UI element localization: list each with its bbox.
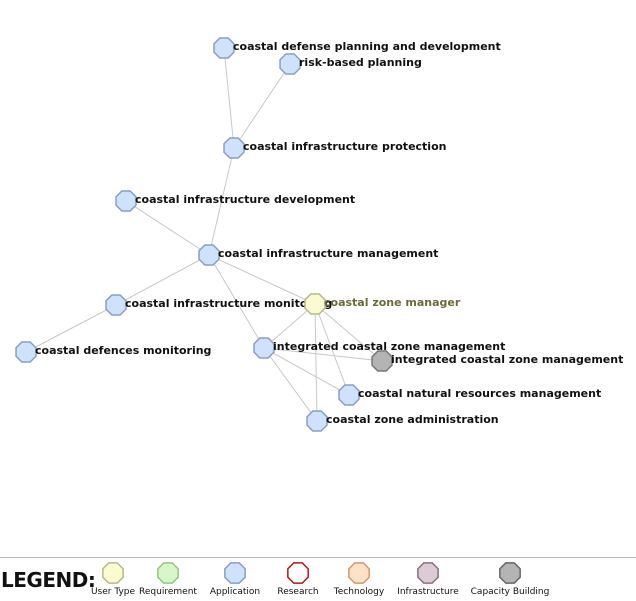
legend-item-technology: Technology bbox=[319, 560, 399, 597]
octagon-icon bbox=[253, 337, 275, 359]
octagon-icon bbox=[102, 562, 124, 584]
octagon-icon bbox=[198, 244, 220, 266]
node-n3[interactable]: coastal infrastructure protection bbox=[223, 137, 446, 159]
edge-n6-n8 bbox=[25, 304, 117, 353]
edge-n7-n11 bbox=[314, 303, 350, 396]
legend-item-requirement: Requirement bbox=[128, 560, 208, 597]
edge-n9-n12 bbox=[263, 347, 318, 422]
edge-n5-n6 bbox=[115, 254, 210, 306]
network-diagram: coastal defense planning and development… bbox=[15, 37, 623, 432]
octagon-icon bbox=[417, 562, 439, 584]
edge-n7-n10 bbox=[314, 303, 383, 362]
octagon-icon bbox=[223, 137, 245, 159]
edge-n1-n3 bbox=[223, 47, 235, 149]
edges-layer bbox=[25, 47, 383, 422]
node-label: coastal defense planning and development bbox=[233, 40, 501, 53]
legend-item-capacity-building: Capacity Building bbox=[470, 560, 550, 597]
node-label: coastal infrastructure monitoring bbox=[125, 297, 332, 310]
node-n10[interactable]: integrated coastal zone management bbox=[371, 350, 623, 372]
node-n7[interactable]: coastal zone manager bbox=[304, 293, 461, 315]
legend-item-application: Application bbox=[195, 560, 275, 597]
octagon-icon bbox=[348, 562, 370, 584]
edge-n5-n7 bbox=[208, 254, 316, 305]
edge-n9-n10 bbox=[263, 347, 383, 362]
node-label: coastal zone manager bbox=[324, 296, 461, 309]
legend-label: Requirement bbox=[139, 587, 197, 597]
octagon-icon bbox=[338, 384, 360, 406]
node-label: risk-based planning bbox=[299, 56, 422, 69]
node-label: coastal defences monitoring bbox=[35, 344, 211, 357]
legend-title: LEGEND: bbox=[1, 568, 96, 592]
node-n4[interactable]: coastal infrastructure development bbox=[115, 190, 355, 212]
octagon-icon bbox=[157, 562, 179, 584]
edge-n9-n11 bbox=[263, 347, 350, 396]
node-label: coastal zone administration bbox=[326, 413, 499, 426]
node-label: coastal infrastructure development bbox=[135, 193, 355, 206]
node-n6[interactable]: coastal infrastructure monitoring bbox=[105, 294, 332, 316]
octagon-icon bbox=[499, 562, 521, 584]
node-label: integrated coastal zone management bbox=[391, 353, 623, 366]
node-label: coastal infrastructure management bbox=[218, 247, 438, 260]
edge-n2-n3 bbox=[233, 63, 291, 149]
nodes-layer: coastal defense planning and development… bbox=[15, 37, 623, 432]
edge-n4-n5 bbox=[125, 200, 210, 256]
edge-n7-n12 bbox=[314, 303, 318, 422]
node-label: integrated coastal zone management bbox=[273, 340, 505, 353]
octagon-icon bbox=[279, 53, 301, 75]
node-n2[interactable]: risk-based planning bbox=[279, 53, 422, 75]
octagon-icon bbox=[304, 293, 326, 315]
edge-n7-n9 bbox=[263, 303, 316, 349]
legend-label: Research bbox=[277, 587, 319, 597]
legend-label: Application bbox=[209, 587, 261, 597]
legend-label: Capacity Building bbox=[470, 587, 550, 597]
octagon-icon bbox=[105, 294, 127, 316]
legend-item-research: Research bbox=[258, 560, 338, 597]
edge-n3-n5 bbox=[208, 147, 235, 256]
node-label: coastal natural resources management bbox=[358, 387, 601, 400]
node-n5[interactable]: coastal infrastructure management bbox=[198, 244, 438, 266]
node-n8[interactable]: coastal defences monitoring bbox=[15, 341, 211, 363]
octagon-icon bbox=[287, 562, 309, 584]
node-n1[interactable]: coastal defense planning and development bbox=[213, 37, 501, 59]
octagon-icon bbox=[115, 190, 137, 212]
node-n9[interactable]: integrated coastal zone management bbox=[253, 337, 505, 359]
legend-label: Infrastructure bbox=[397, 587, 459, 597]
legend-item-user-type: User Type bbox=[73, 560, 153, 597]
octagon-icon bbox=[371, 350, 393, 372]
edge-n5-n9 bbox=[208, 254, 265, 349]
node-n12[interactable]: coastal zone administration bbox=[306, 410, 499, 432]
octagon-icon bbox=[306, 410, 328, 432]
octagon-icon bbox=[15, 341, 37, 363]
legend-label: User Type bbox=[90, 587, 136, 597]
legend-label: Technology bbox=[333, 587, 385, 597]
legend-item-infrastructure: Infrastructure bbox=[388, 560, 468, 597]
octagon-icon bbox=[224, 562, 246, 584]
node-label: coastal infrastructure protection bbox=[243, 140, 446, 153]
octagon-icon bbox=[213, 37, 235, 59]
node-n11[interactable]: coastal natural resources management bbox=[338, 384, 601, 406]
